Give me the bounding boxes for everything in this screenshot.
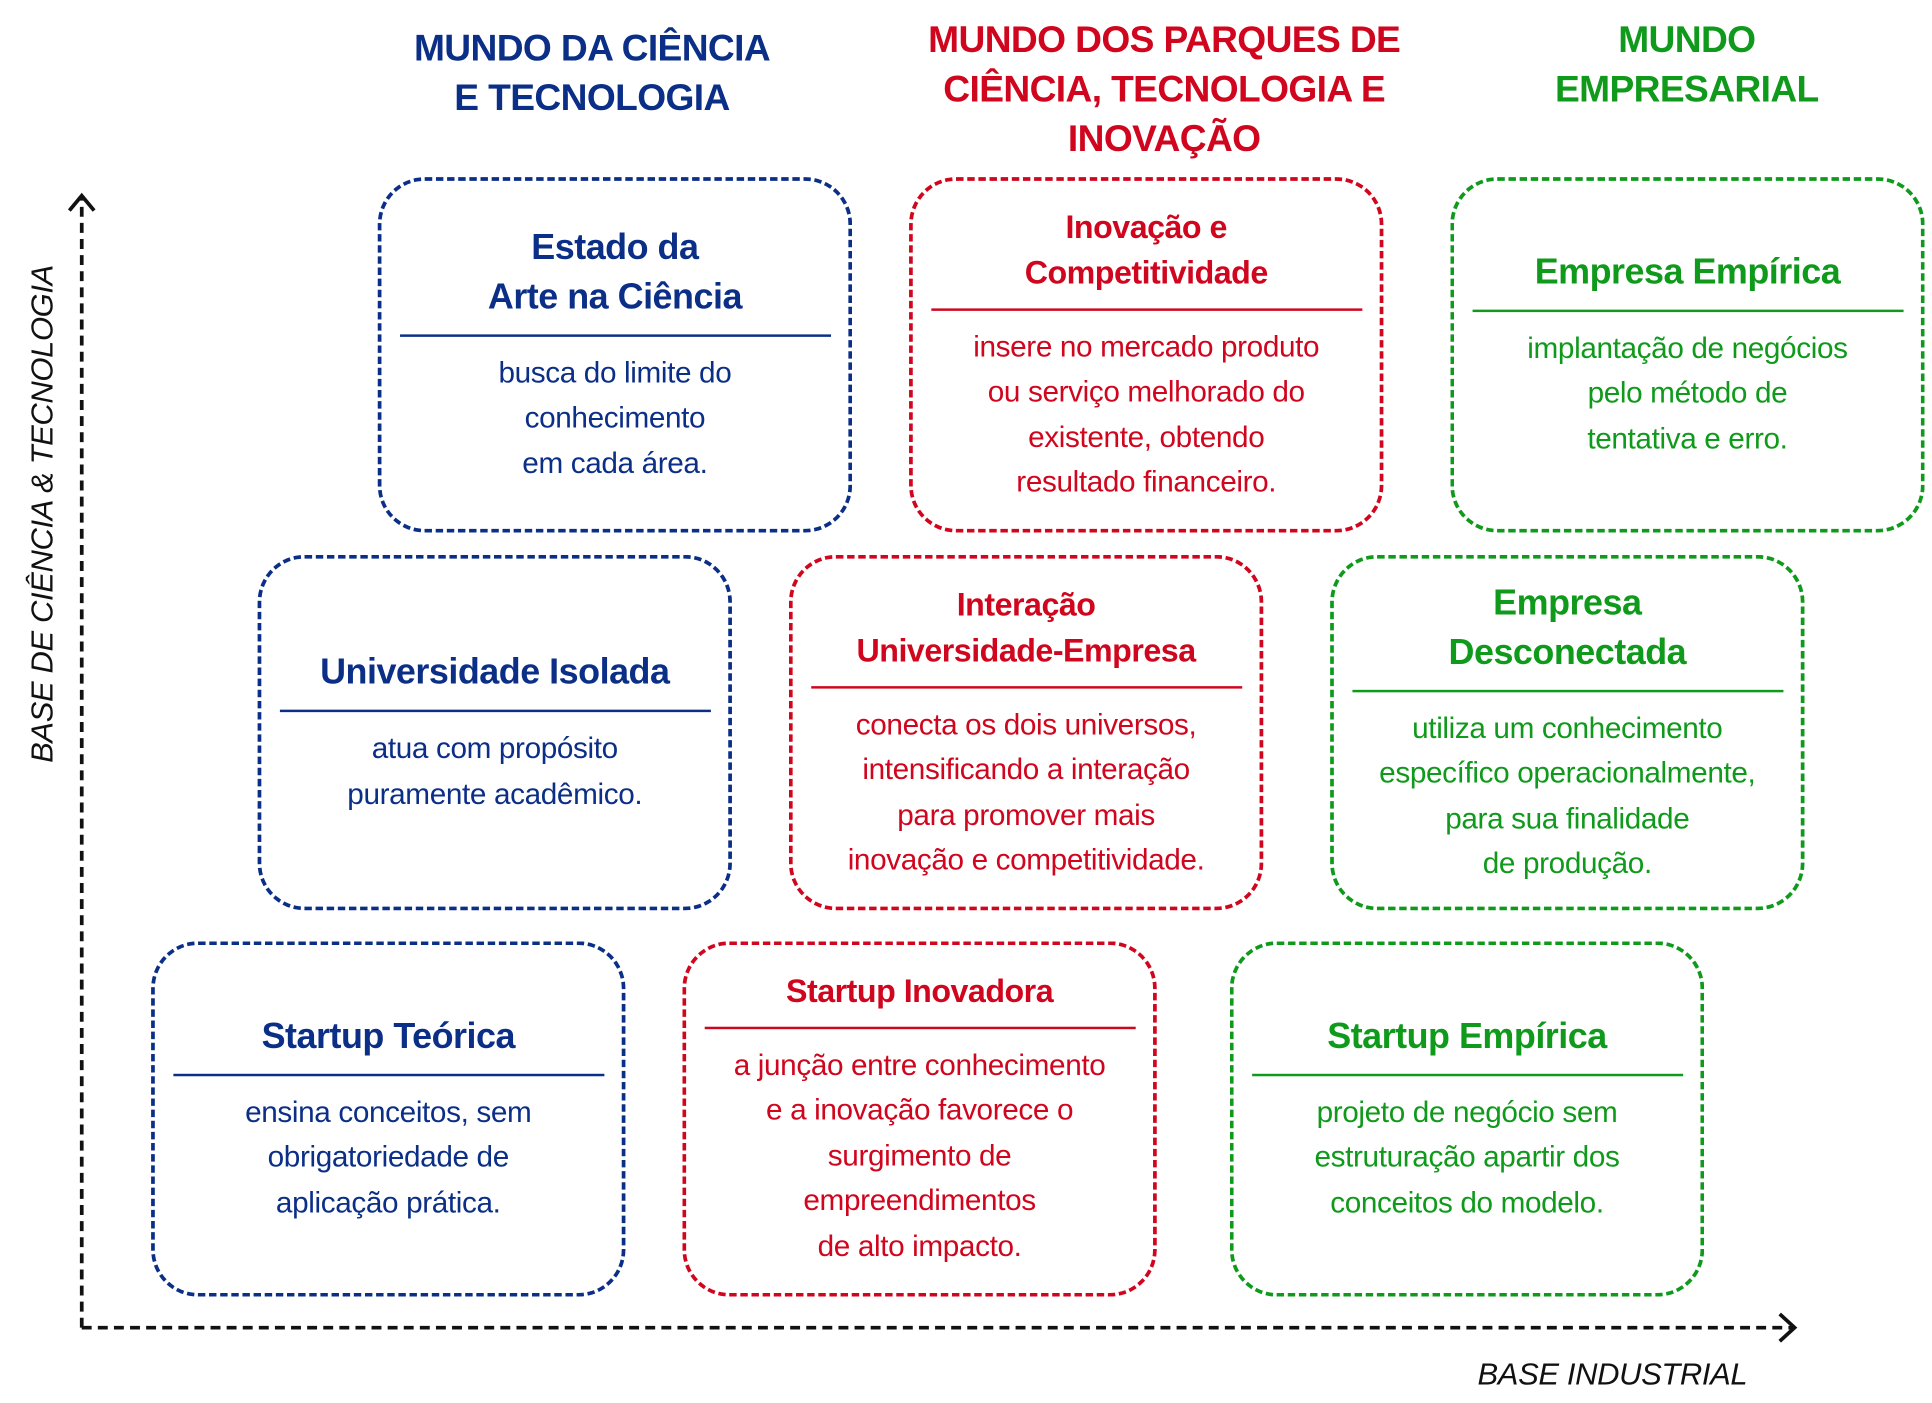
card-description: atua com propósito puramente acadêmico.: [347, 727, 642, 817]
card-title: Empresa Empírica: [1535, 247, 1841, 297]
card-description-line: pelo método de: [1587, 376, 1788, 411]
card-description-line: ensina conceitos, sem: [245, 1095, 532, 1130]
card-divider: [279, 709, 711, 713]
card-title-line: Empresa Empírica: [1534, 252, 1841, 292]
concept-card: Estado da Arte na Ciência busca do limite …: [377, 177, 853, 533]
card-description-line: de produção.: [1482, 847, 1652, 881]
concept-card: Universidade Isolada atua com propósito pu…: [257, 554, 732, 911]
header-line: MUNDO DOS PARQUES DE: [928, 19, 1401, 61]
world-parks-header: MUNDO DOS PARQUES DE CIÊNCIA, TECNOLOGIA…: [928, 16, 1401, 165]
card-description-line: ou serviço melhorado do: [987, 375, 1305, 409]
card-title-line: Desconectada: [1448, 632, 1687, 672]
card-description-line: puramente acadêmico.: [347, 777, 643, 811]
card-divider: [930, 307, 1362, 311]
card-title-line: Estado da: [531, 227, 699, 268]
card-title: Universidade Isolada: [320, 648, 670, 698]
card-title: Startup Teórica: [261, 1012, 516, 1062]
card-divider: [1471, 309, 1903, 312]
x-axis-label: BASE INDUSTRIAL: [1477, 1357, 1748, 1393]
card-description: busca do limite do conhecimento em cada ár…: [498, 351, 731, 487]
card-description-line: para sua finalidade: [1445, 801, 1690, 836]
header-line: INOVAÇÃO: [1067, 118, 1261, 160]
concept-card: Inovação e Competitividade insere no merca…: [909, 177, 1384, 533]
card-description-line: intensificando a interação: [862, 753, 1190, 787]
card-description: conecta os dois universos, intensificando…: [848, 703, 1205, 884]
card-description-line: utiliza um conhecimento: [1412, 711, 1723, 745]
card-description-line: atua com propósito: [371, 731, 618, 766]
card-title: Startup Inovadora: [786, 968, 1054, 1014]
card-description-line: resultado financeiro.: [1016, 465, 1277, 500]
card-description-line: empreendimentos: [803, 1184, 1036, 1218]
concept-card: Empresa Empírica implantação de negócios p…: [1450, 177, 1925, 533]
concept-card: Startup Teórica ensina conceitos, sem obri…: [151, 941, 626, 1297]
world-business-header: MUNDO EMPRESARIAL: [1555, 16, 1819, 115]
card-description-line: e a inovação favorece o: [766, 1093, 1074, 1128]
card-divider: [172, 1073, 604, 1076]
card-title: Startup Empírica: [1327, 1012, 1607, 1062]
card-title-line: Universidade-Empresa: [856, 631, 1197, 669]
card-description: utiliza um conhecimento específico operac…: [1379, 707, 1756, 888]
card-divider: [399, 334, 831, 337]
header-line: CIÊNCIA, TECNOLOGIA E: [943, 69, 1386, 111]
card-description-line: projeto de negócio sem: [1316, 1095, 1618, 1130]
card-description-line: para promover mais: [897, 798, 1155, 832]
card-description-line: específico operacionalmente,: [1379, 756, 1756, 791]
y-axis-label: BASE DE CIÊNCIA & TECNOLOGIA: [25, 265, 61, 763]
card-description-line: insere no mercado produto: [973, 330, 1320, 364]
card-description-line: estruturação apartir dos: [1314, 1140, 1620, 1175]
card-description-line: conecta os dois universos,: [855, 707, 1197, 742]
card-description-line: em cada área.: [522, 446, 708, 481]
card-title-line: Empresa: [1493, 582, 1642, 623]
card-title-line: Arte na Ciência: [487, 277, 743, 317]
header-line: MUNDO: [1618, 19, 1756, 61]
card-title-line: Startup Inovadora: [786, 971, 1054, 1010]
card-description-line: aplicação prática.: [275, 1186, 501, 1220]
card-title-line: Startup Empírica: [1327, 1016, 1607, 1057]
x-axis-arrow-icon: [1778, 1312, 1798, 1343]
card-description: projeto de negócio sem estruturação apart…: [1314, 1091, 1619, 1227]
card-title-line: Startup Teórica: [261, 1016, 516, 1057]
card-description-line: de alto impacto.: [817, 1229, 1022, 1263]
card-description-line: a junção entre conhecimento: [733, 1048, 1106, 1083]
card-title: Estado da Arte na Ciência: [487, 223, 743, 322]
card-description-line: busca do limite do: [498, 356, 732, 390]
concept-card: Startup Empírica projeto de negócio sem es…: [1229, 941, 1705, 1297]
card-description: insere no mercado produto ou serviço melh…: [973, 325, 1319, 506]
card-description-line: tentativa e erro.: [1587, 422, 1788, 456]
header-line: MUNDO DA CIÊNCIA: [413, 28, 771, 70]
card-title-line: Universidade Isolada: [320, 652, 670, 693]
card-title-line: Competitividade: [1024, 253, 1269, 291]
card-description-line: conceitos do modelo.: [1330, 1186, 1604, 1220]
card-divider: [1251, 1073, 1683, 1076]
card-description-line: conhecimento: [524, 401, 706, 436]
card-description: ensina conceitos, sem obrigatoriedade de a…: [245, 1091, 532, 1227]
card-title: Inovação e Competitividade: [1024, 204, 1269, 296]
card-description-line: surgimento de: [827, 1139, 1012, 1173]
world-science-header: MUNDO DA CIÊNCIA E TECNOLOGIA: [413, 25, 771, 124]
card-description-line: implantação de negócios: [1527, 331, 1848, 366]
header-line: EMPRESARIAL: [1555, 69, 1819, 111]
card-divider: [810, 685, 1242, 688]
card-title-line: Interação: [956, 585, 1096, 623]
card-title-line: Inovação e: [1065, 207, 1227, 245]
card-description-line: obrigatoriedade de: [267, 1140, 510, 1175]
card-description-line: existente, obtendo: [1028, 420, 1265, 454]
card-description: a junção entre conhecimento e a inovação …: [734, 1044, 1106, 1270]
card-description: implantação de negócios pelo método de ten…: [1527, 327, 1848, 463]
y-axis-arrow-icon: [67, 192, 96, 212]
header-line: E TECNOLOGIA: [454, 78, 730, 119]
card-description-line: inovação e competitividade.: [847, 843, 1205, 877]
concept-card: Startup Inovadora a junção entre conhecim…: [682, 941, 1157, 1297]
card-divider: [1351, 689, 1783, 692]
card-divider: [704, 1026, 1136, 1029]
